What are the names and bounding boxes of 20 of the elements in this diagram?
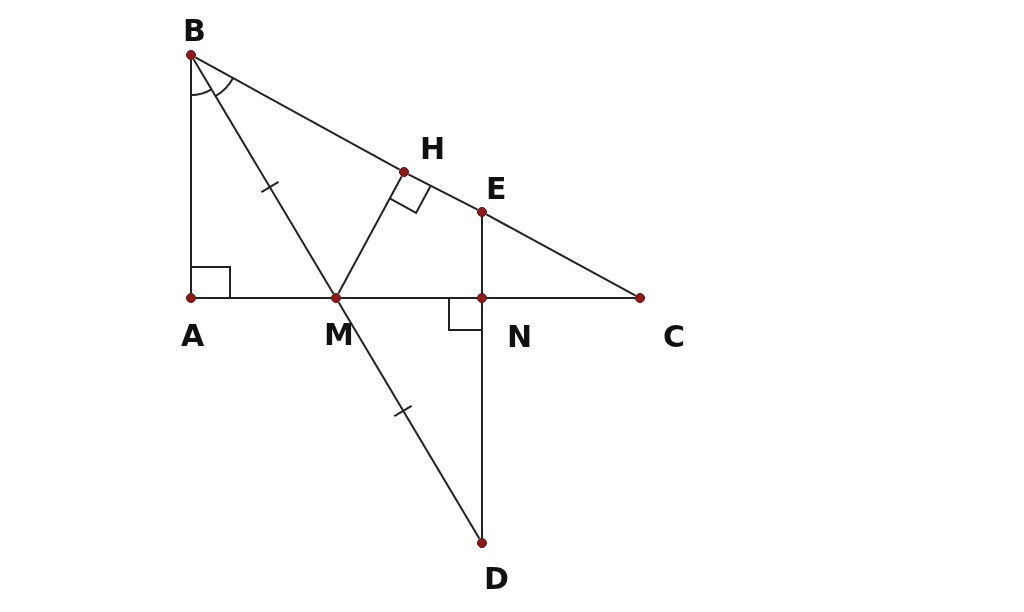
- point-label: D: [484, 564, 509, 594]
- point-label: H: [420, 134, 446, 164]
- point-label: N: [507, 322, 533, 352]
- point-label: C: [663, 322, 686, 352]
- line-segment: [192, 58, 335, 295]
- line-segment: [194, 56, 401, 171]
- line-segment: [337, 175, 403, 295]
- line-segment: [485, 213, 637, 297]
- line-segment: [486, 297, 636, 299]
- line-segment: [481, 302, 483, 539]
- point-label: E: [486, 174, 507, 204]
- line-segment: [190, 59, 192, 294]
- point-label: M: [324, 320, 354, 350]
- point-label: A: [181, 321, 205, 351]
- line-segment: [195, 297, 332, 299]
- line-segment: [340, 297, 478, 299]
- line-segment: [481, 216, 483, 294]
- line-segment: [337, 301, 481, 540]
- point-label: B: [183, 16, 206, 46]
- line-segment: [407, 173, 479, 211]
